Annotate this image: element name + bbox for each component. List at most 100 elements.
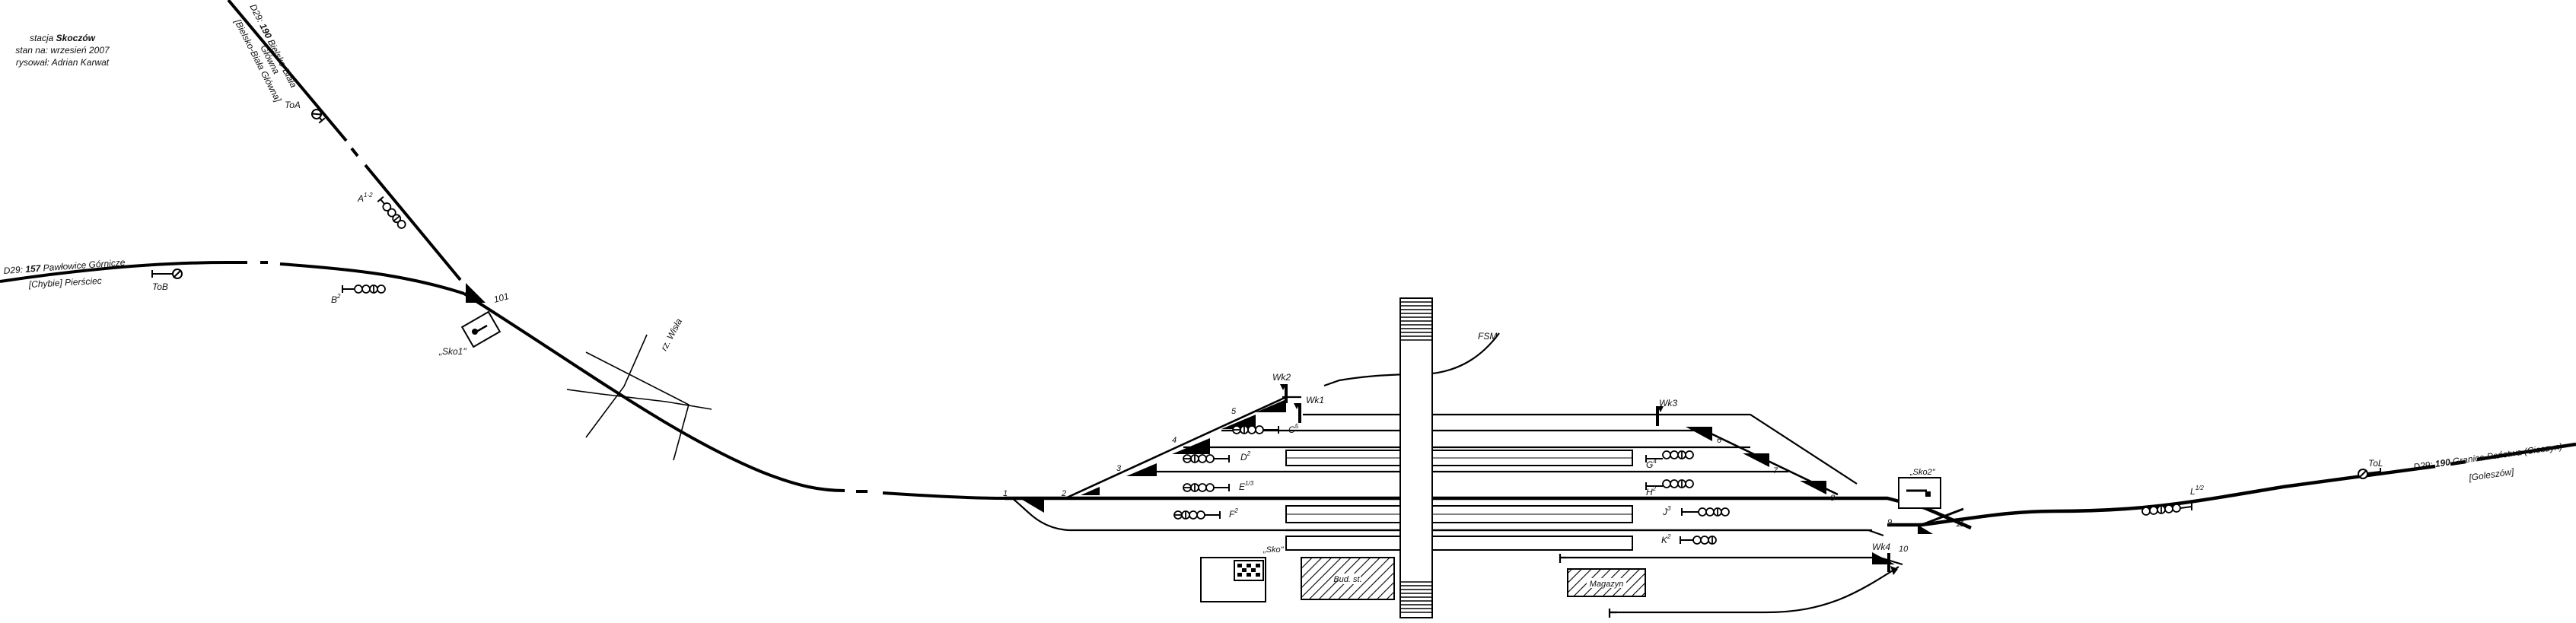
- switch-101-marker: [466, 283, 486, 303]
- post-sko1: „Sko1": [438, 310, 502, 357]
- track-fsm: [1282, 332, 1500, 399]
- signal-b: B2: [331, 284, 386, 305]
- east-crossover: [1921, 507, 1964, 526]
- switch-1-label: 1: [1003, 489, 1008, 498]
- switch-5a-marker: [1221, 415, 1256, 429]
- author-line: rysował: Adrian Karwat: [16, 57, 110, 68]
- switch-10-label: 10: [1899, 545, 1909, 554]
- signal-l-label: L1/2: [2190, 485, 2204, 497]
- signal-tol: ToL: [2358, 458, 2383, 479]
- ladder-west: [1065, 396, 1287, 500]
- signal-k-label: K2: [1661, 533, 1671, 545]
- signal-d-label: D2: [1240, 450, 1251, 462]
- wk1-label: Wk1: [1306, 395, 1324, 405]
- switch-4-marker: [1172, 438, 1210, 454]
- station-title: stacja Skoczów: [30, 33, 96, 43]
- wk4-label: Wk4: [1872, 542, 1890, 552]
- wk3-label: Wk3: [1659, 398, 1677, 408]
- switch-6-marker: [1686, 427, 1712, 441]
- building-magazyn-label: Magazyn: [1590, 580, 1624, 589]
- wk-posts: Wk2 Wk1 Wk3 Wk4 FSM: [1272, 331, 1898, 575]
- signal-l: L1/2: [2141, 485, 2204, 516]
- post-sko1-mark: [472, 329, 478, 335]
- buildings: Bud. st. Magazyn: [1301, 557, 1646, 600]
- signal-tob: ToB: [151, 269, 183, 292]
- siding-lower: [1610, 566, 1899, 614]
- switch-8-marker: [1800, 481, 1826, 494]
- switch-7-label: 7: [1773, 466, 1778, 475]
- platform-3: [1285, 536, 1633, 551]
- post-sko2-box: [1898, 477, 1941, 509]
- left-line-sub: [Chybie] Pierściec: [27, 275, 102, 290]
- signal-f-label: F2: [1229, 507, 1238, 520]
- switch-101-label: 101: [492, 291, 510, 305]
- river-bank-3: [585, 334, 648, 438]
- left-line: D29: 157 Pawłowice Górnicze [Chybie] Pie…: [0, 257, 465, 295]
- switch-4-label: 4: [1172, 436, 1177, 445]
- signal-d: D2: [1183, 450, 1251, 463]
- switch-9-label: 9: [1887, 518, 1892, 527]
- signal-toa-label: ToA: [285, 100, 301, 110]
- switch-markers: [1020, 399, 1933, 564]
- river-label: rz. Wisła: [658, 316, 684, 352]
- footbridge: [1399, 297, 1433, 618]
- signal-e: E1/3: [1183, 480, 1254, 492]
- post-sko: „Sko": [1200, 545, 1285, 602]
- signal-e-label: E1/3: [1239, 480, 1254, 492]
- top-line: D29: 190 Bielsko-Biała Główna [Bielsko-B…: [227, 0, 462, 281]
- east-exit-track: [1887, 442, 2576, 527]
- platforms: [1285, 450, 1633, 551]
- left-line-track: [0, 261, 465, 295]
- siding-magazyn: [1560, 556, 1903, 566]
- signal-a-label: A1-2: [357, 192, 373, 204]
- post-sko1-lever: [476, 324, 488, 333]
- post-sko1-label: „Sko1": [438, 346, 466, 357]
- track-5: [1303, 413, 1858, 485]
- signal-g-label: G4: [1646, 458, 1657, 470]
- signal-g: G4: [1645, 450, 1694, 470]
- post-sko2: „Sko2": [1898, 468, 1941, 509]
- signal-j: J3: [1662, 505, 1730, 517]
- buffer-lower: [1608, 609, 1617, 618]
- signal-a: A1-2: [357, 192, 406, 229]
- signal-j-label: J3: [1662, 505, 1671, 517]
- switch-8-label: 8: [1830, 494, 1836, 503]
- river: rz. Wisła: [566, 316, 712, 461]
- signal-toa: ToA: [285, 100, 326, 124]
- buffer-magazyn: [1559, 554, 1566, 563]
- right-line-sub: [Goleszów]: [2467, 466, 2514, 483]
- switch-1-marker: [1020, 498, 1044, 513]
- post-sko-label: „Sko": [1263, 545, 1285, 555]
- signal-b-label: B2: [331, 293, 341, 305]
- switch-3-label: 3: [1116, 464, 1122, 473]
- post-sko-panel: [1234, 560, 1264, 581]
- header-block: stacja Skoczów stan na: wrzesień 2007 ry…: [15, 33, 110, 68]
- main-curve-track: [463, 292, 1005, 500]
- switch-5-label: 5: [1231, 407, 1237, 416]
- right-line: D29: 190 Granica Państwa (Cieszyn) [Gole…: [2412, 441, 2562, 483]
- fsm-label: FSM: [1478, 331, 1497, 342]
- switch-6-label: 6: [1717, 436, 1722, 445]
- footbridge-body: [1399, 297, 1433, 618]
- signal-tol-label: ToL: [2368, 458, 2383, 469]
- track-1: [1011, 497, 1884, 537]
- switch-5-marker: [1256, 399, 1286, 412]
- switch-11-marker: [1918, 525, 1933, 534]
- signal-h: H2: [1645, 479, 1694, 497]
- right-line-label: D29: 190 Granica Państwa (Cieszyn): [2412, 441, 2562, 472]
- post-sko2-label: „Sko2": [1909, 468, 1936, 477]
- signal-f: F2: [1173, 507, 1238, 520]
- switch-10-marker: [1872, 552, 1895, 564]
- switch-11-label: 11: [1956, 520, 1964, 529]
- switch-7-marker: [1743, 453, 1769, 467]
- status-line: stan na: wrzesień 2007: [15, 45, 110, 56]
- signal-h-label: H2: [1646, 485, 1657, 497]
- top-line-track: [227, 0, 462, 281]
- switch-numbers: 1 2 3 4 5 6 7 8 9 10 11: [1003, 407, 1964, 554]
- wk2-label: Wk2: [1272, 372, 1291, 383]
- switch-3-marker: [1126, 463, 1157, 476]
- river-bank-2: [585, 351, 689, 461]
- building-station-label: Bud. st.: [1333, 575, 1361, 584]
- signal-k: K2: [1661, 533, 1717, 545]
